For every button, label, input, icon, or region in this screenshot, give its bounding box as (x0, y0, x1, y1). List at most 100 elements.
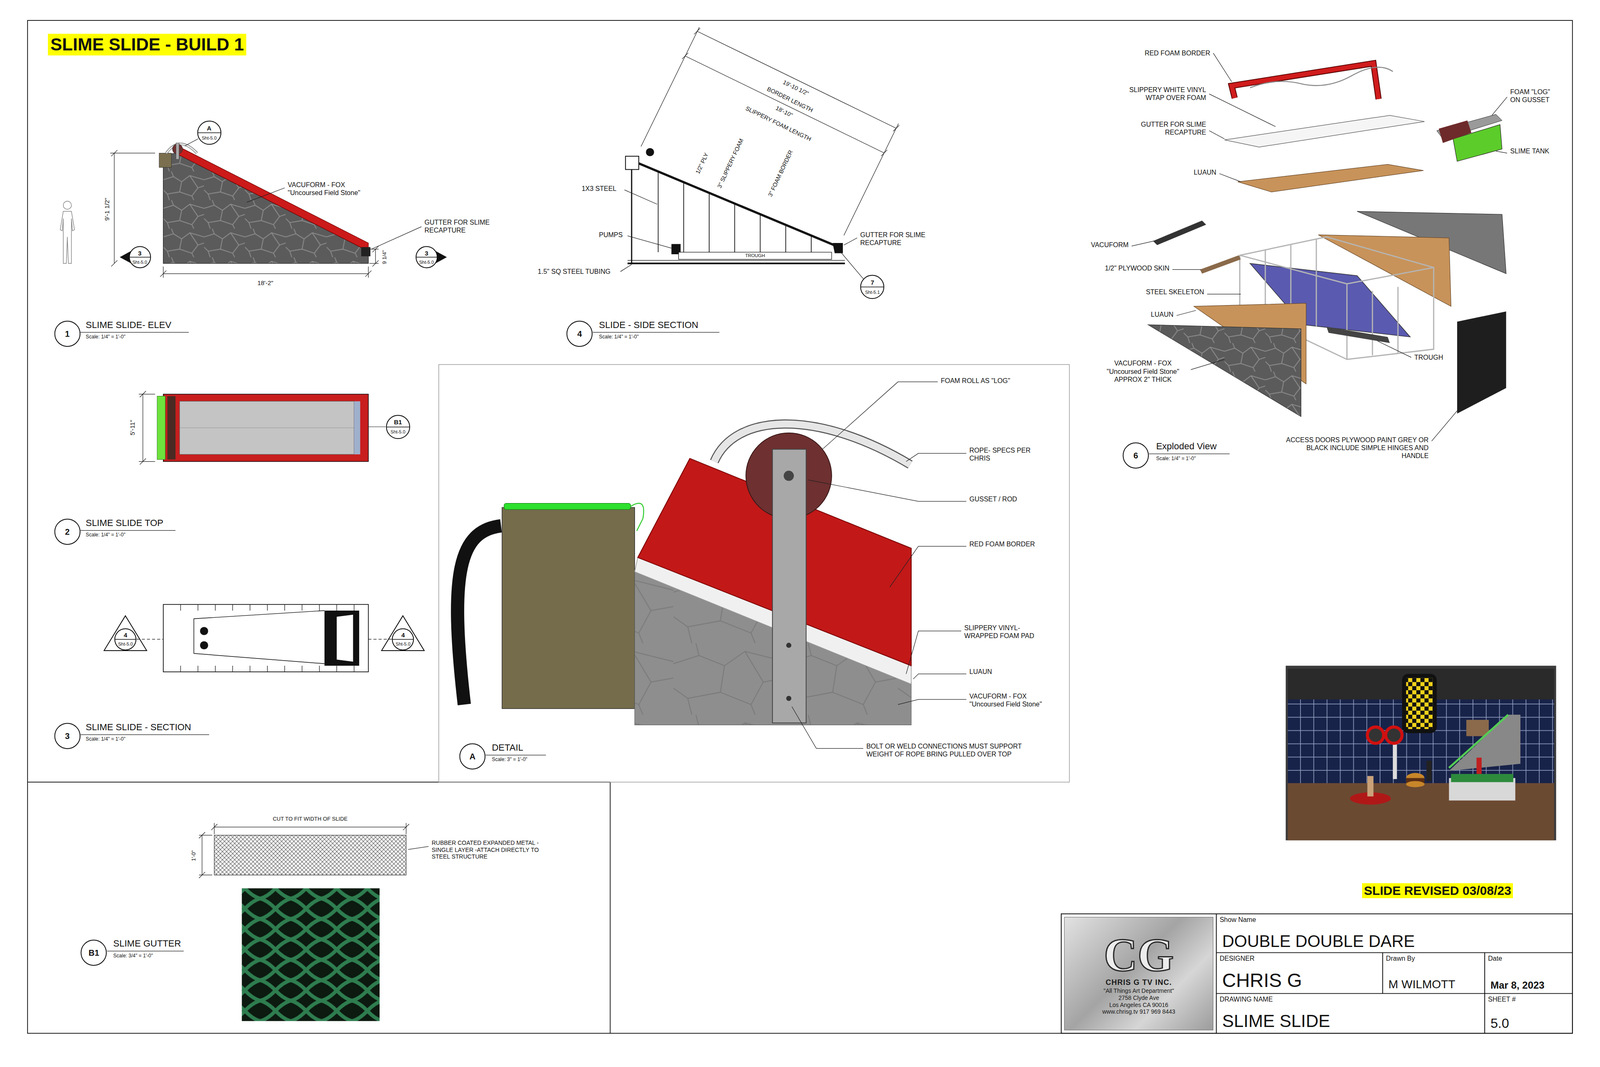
set-render (1367, 726, 1384, 743)
set-render (1426, 760, 1432, 781)
slide-side-section (638, 163, 839, 248)
callout-label: BOLT OR WELD CONNECTIONS MUST SUPPORT WE… (866, 742, 1046, 758)
title-block-grid (1061, 913, 1573, 1034)
logo-text: CHRIS G TV INC. (1105, 977, 1173, 988)
marker-circle (415, 246, 438, 268)
dimension-label: 1'-0" (190, 850, 198, 861)
slide-side-section (678, 252, 832, 260)
cell-value: CHRIS G (1222, 969, 1303, 991)
callout-label: RED FOAM BORDER (969, 540, 1035, 548)
slide-top-view (142, 394, 143, 462)
slide-side-section (627, 262, 845, 265)
slide-side-section (832, 242, 843, 253)
detail-a (897, 699, 967, 705)
view-title: SLIME SLIDE - SECTION (85, 721, 192, 733)
marker-number: 4 (401, 631, 405, 638)
slide-elevation (367, 266, 369, 278)
callout-number: 1 (54, 320, 81, 348)
detail-a (822, 381, 938, 450)
detail-a (906, 453, 967, 462)
slide-top-view (354, 401, 361, 455)
marker-divider (392, 638, 414, 640)
marker-number: 4 (123, 631, 128, 638)
callout-label: 1/2" PLY (694, 151, 710, 175)
cell-caption: Drawn By (1385, 954, 1415, 963)
slide-section-plan (136, 638, 164, 640)
slime-gutter-detail (241, 887, 380, 1021)
marker-circle (197, 121, 221, 145)
slide-side-section (627, 260, 845, 261)
callout-label: LUAUN (969, 667, 993, 676)
slide-elevation (163, 152, 369, 264)
exploded-view (1397, 286, 1399, 353)
title-block-cell: DRAWING NAMESLIME SLIDE (1216, 993, 1485, 1034)
set-render (1406, 677, 1433, 729)
slime-gutter-detail (214, 822, 215, 835)
slide-top-view (167, 396, 176, 460)
slide-top-view (179, 401, 355, 455)
exploded-view (1200, 255, 1241, 274)
exploded-view (1219, 173, 1241, 182)
detail-a (438, 364, 1070, 783)
set-render (1367, 775, 1374, 797)
set-render (1406, 780, 1425, 788)
detail-a (502, 507, 635, 709)
slide-side-section (630, 169, 633, 264)
slime-gutter-detail (107, 822, 429, 1021)
slide-elevation (60, 138, 422, 333)
callout-label: PUMPS (599, 230, 623, 239)
callout-label: FOAM ROLL AS "LOG" (940, 376, 1010, 385)
slime-gutter-detail (405, 822, 407, 835)
title-block-grid (1484, 952, 1485, 1034)
title-block-grid (1382, 952, 1383, 994)
marker-triangle (381, 615, 425, 651)
cell-caption: Date (1487, 954, 1503, 963)
callout-label: SLIPPERY VINYL-WRAPPED FOAM PAD (964, 623, 1050, 640)
slide-elevation (110, 152, 155, 154)
detail-a (791, 706, 863, 748)
slide-side-section (785, 224, 787, 253)
marker-circle (54, 321, 80, 347)
title-block-grid (1215, 913, 1217, 1034)
slide-elevation (114, 152, 115, 264)
callout-label: TROUGH (743, 252, 767, 259)
slime-gutter-detail (107, 950, 184, 951)
callout-number-text: 3 (65, 731, 70, 740)
section-marker: 4Sht-5.0 (114, 627, 137, 651)
slime-gutter-detail (199, 874, 213, 875)
callout-label: 3" FOAM BORDER (766, 149, 795, 198)
slime-gutter-detail (214, 835, 406, 875)
exploded-view (1172, 269, 1202, 270)
scale-note: Scale: 1/4" = 1'-0" (85, 333, 126, 340)
callout-label: GUTTER FOR SLIME RECAPTURE (424, 218, 502, 235)
slide-side-section (640, 27, 700, 147)
slide-top-view (80, 390, 386, 530)
exploded-view (1326, 326, 1390, 343)
exploded-view (1491, 97, 1508, 116)
slide-section-plan (80, 734, 210, 735)
marker-number: A (207, 124, 212, 131)
title-block-grid (1216, 992, 1573, 994)
logo-mark: CG (1103, 931, 1174, 978)
slide-elevation (159, 152, 172, 168)
slide-section-plan (163, 604, 369, 672)
slide-top-view (80, 390, 386, 530)
marker-circle (392, 628, 414, 650)
company-logo: CGCHRIS G TV INC."All Things Art Departm… (1064, 916, 1214, 1030)
set-render (1285, 665, 1557, 840)
callout-label: RUBBER COATED EXPANDED METAL -SINGLE LAY… (431, 839, 553, 860)
detail-a (438, 364, 1070, 783)
title-block-cell: Drawn ByM WILMOTT (1382, 952, 1485, 994)
marker-circle (115, 628, 137, 650)
cell-caption: Show Name (1219, 915, 1256, 924)
slide-elevation (361, 247, 371, 257)
exploded-view (1231, 63, 1379, 100)
callout-label: FOAM "LOG" ON GUSSET (1510, 87, 1560, 104)
cell-caption: SHEET # (1487, 995, 1516, 1003)
set-render (1449, 714, 1521, 771)
sheet-reference: Sht-5.1 (865, 289, 880, 295)
scale-note: Scale: 1/4" = 1'-0" (85, 735, 126, 742)
slide-elevation (63, 201, 72, 210)
